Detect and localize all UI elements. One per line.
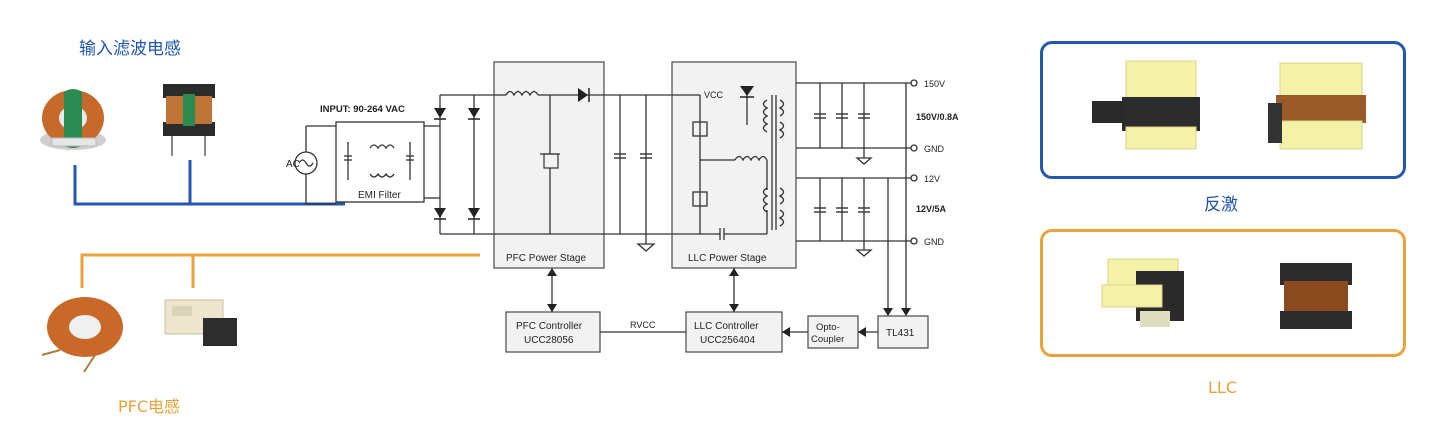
- right-component-panel: [1092, 60, 1366, 329]
- rvcc-label: RVCC: [630, 320, 656, 330]
- pfc-stage-label: PFC Power Stage: [506, 253, 586, 264]
- llc-stage-label: LLC Power Stage: [688, 253, 767, 264]
- input-voltage-label: INPUT: 90-264 VAC: [320, 104, 405, 115]
- uu-choke-photo: [163, 84, 215, 156]
- vcc-label: VCC: [704, 90, 724, 100]
- pfc-controller-box: [505, 311, 601, 353]
- flyback-frame: [1040, 41, 1406, 179]
- ac-label: AC: [286, 159, 300, 170]
- output-150v-label: 150V: [924, 79, 945, 89]
- llc-controller-part: UCC256404: [700, 335, 755, 346]
- left-component-panel: [40, 84, 480, 373]
- llc-frame: [1040, 229, 1406, 357]
- llc-transformer-photo-1: [1101, 258, 1184, 327]
- flyback-transformer-photo-1: [1092, 60, 1200, 150]
- pfc-controller-part: UCC28056: [524, 335, 574, 346]
- pfc-inductor-caption: PFC电感: [118, 397, 181, 416]
- flyback-transformer-photo-2: [1268, 62, 1366, 150]
- pfc-stage-box: [493, 61, 605, 269]
- flyback-caption: 反激: [1204, 195, 1238, 215]
- optocoupler-box: [807, 315, 859, 349]
- output-gnd-2-label: GND: [924, 237, 945, 247]
- llc-transformer-photo-2: [1280, 263, 1352, 329]
- toroid-choke-photo: [40, 89, 106, 150]
- pfc-controller-label: PFC Controller: [516, 321, 583, 332]
- tl431-label: TL431: [886, 328, 915, 339]
- output-150v-rating: 150V/0.8A: [916, 112, 959, 122]
- output-12v-rating: 12V/5A: [916, 204, 947, 214]
- output-gnd-1-label: GND: [924, 144, 945, 154]
- llc-controller-box: [685, 311, 783, 353]
- pfc-toroid-photo: [41, 297, 123, 373]
- llc-controller-label: LLC Controller: [694, 321, 759, 332]
- llc-caption: LLC: [1208, 378, 1237, 397]
- power-supply-schematic: INPUT: 90-264 VAC AC EMI Filter PFC Powe…: [286, 61, 959, 353]
- pfc-ee-inductor-photo: [164, 299, 237, 346]
- output-12v-label: 12V: [924, 174, 940, 184]
- llc-stage-box: [671, 61, 797, 269]
- opto-label-1: Opto-: [816, 322, 840, 333]
- emi-inductor-caption: 输入滤波电感: [79, 39, 181, 59]
- tl431-box: [877, 315, 929, 349]
- emi-filter-label: EMI Filter: [358, 190, 401, 201]
- opto-label-2: Coupler: [811, 334, 844, 345]
